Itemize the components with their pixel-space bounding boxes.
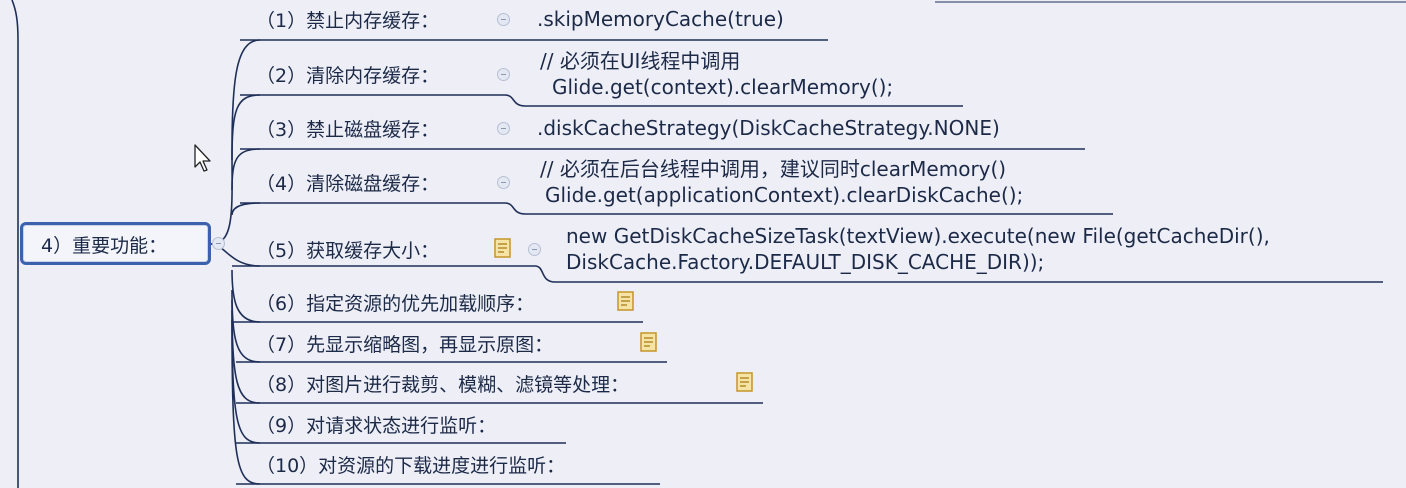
mouse-pointer-icon <box>194 144 211 172</box>
code-underline-4 <box>504 202 1113 215</box>
collapse-minus-icon[interactable] <box>528 243 541 256</box>
parent-branch-line <box>11 0 19 488</box>
item-4-code-line-2[interactable]: Glide.get(applicationContext).clearDiskC… <box>545 183 1024 207</box>
collapse-minus-icon[interactable] <box>497 13 510 26</box>
root-label: 4）重要功能： <box>41 235 168 257</box>
code-underline-2 <box>504 94 963 107</box>
item-2-code-line-2[interactable]: Glide.get(context).clearMemory(); <box>552 75 894 99</box>
note-icon[interactable] <box>617 291 634 311</box>
collapse-minus-icon[interactable] <box>497 68 510 81</box>
item-2-label[interactable]: （2）清除内存缓存： <box>256 65 440 87</box>
item-2-code-line-1[interactable]: // 必须在UI线程中调用 <box>540 49 741 73</box>
item-1-label[interactable]: （1）禁止内存缓存： <box>256 10 440 32</box>
item-5-code-line-1[interactable]: new GetDiskCacheSizeTask(textView).execu… <box>566 224 1270 248</box>
branch-1 <box>210 39 261 245</box>
code-underline-5 <box>534 265 1383 283</box>
collapse-minus-icon[interactable] <box>497 122 510 135</box>
item-9-label[interactable]: （9）对请求状态进行监听： <box>256 415 497 437</box>
collapse-minus-icon[interactable] <box>212 237 225 250</box>
item-4-label[interactable]: （4）清除磁盘缓存： <box>256 173 440 195</box>
item-5-code-line-2[interactable]: DiskCache.Factory.DEFAULT_DISK_CACHE_DIR… <box>566 250 1045 274</box>
item-1-code-line-1[interactable]: .skipMemoryCache(true) <box>537 7 784 31</box>
item-7-label[interactable]: （7）先显示缩略图，再显示原图： <box>256 334 554 356</box>
item-10-label[interactable]: （10）对资源的下载进度进行监听： <box>256 455 566 477</box>
item-8-label[interactable]: （8）对图片进行裁剪、模糊、滤镜等处理： <box>256 374 630 396</box>
branch-10 <box>231 319 261 485</box>
branch-4 <box>231 202 261 216</box>
item-3-label[interactable]: （3）禁止磁盘缓存： <box>256 119 440 141</box>
root-node[interactable]: 4）重要功能： <box>20 222 211 265</box>
item-6-label[interactable]: （6）指定资源的优先加载顺序： <box>256 293 535 315</box>
item-5-label[interactable]: （5）获取缓存大小： <box>256 240 440 262</box>
note-icon[interactable] <box>736 372 753 392</box>
note-icon[interactable] <box>494 238 511 258</box>
note-icon[interactable] <box>640 332 657 352</box>
collapse-minus-icon[interactable] <box>497 176 510 189</box>
item-3-code-line-1[interactable]: .diskCacheStrategy(DiskCacheStrategy.NON… <box>537 116 1000 140</box>
item-4-code-line-1[interactable]: // 必须在后台线程中调用，建议同时clearMemory() <box>540 157 1007 181</box>
